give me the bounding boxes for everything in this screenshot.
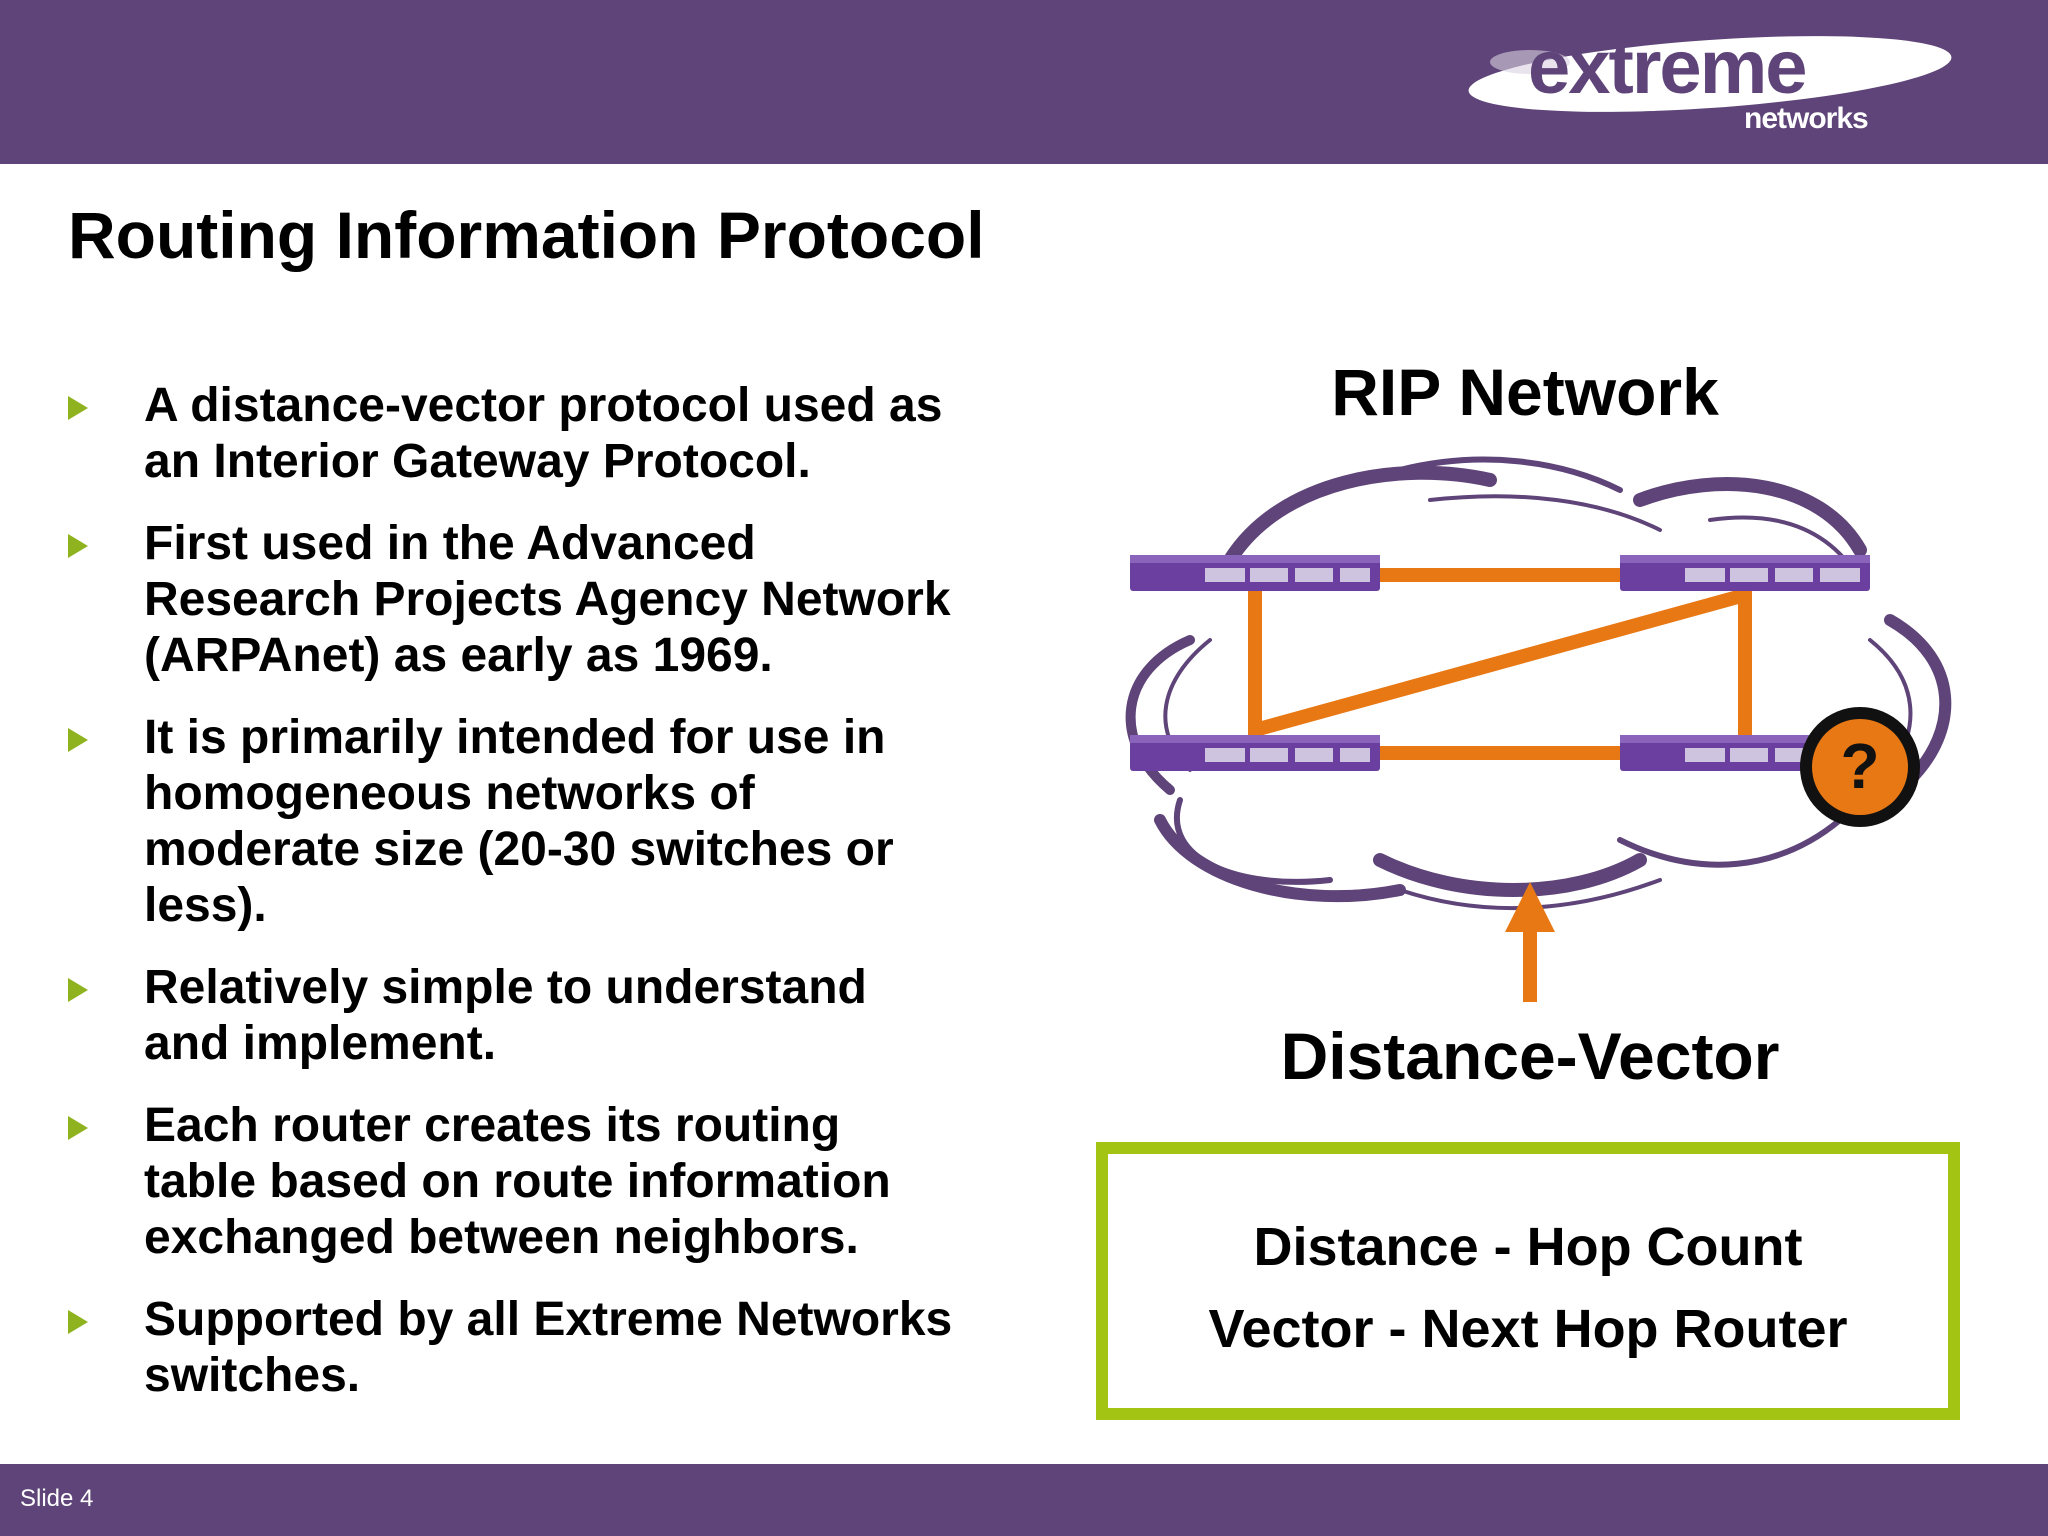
slide-title: Routing Information Protocol (68, 198, 985, 272)
logo-word: extreme (1528, 25, 1808, 110)
bullet-text: First used in the Advanced Research Proj… (144, 517, 951, 682)
bullet-item: First used in the Advanced Research Proj… (60, 516, 960, 684)
diagram-heading: RIP Network (1331, 355, 1719, 429)
bullet-item: Supported by all Extreme Networks switch… (60, 1292, 960, 1404)
extreme-networks-logo: extreme networks (1460, 22, 1980, 142)
bullet-arrow-icon (68, 396, 88, 420)
logo-subtext: networks (1744, 102, 1869, 135)
definition-vector: Vector - Next Hop Router (1208, 1299, 1848, 1359)
question-marker-icon: ? (1800, 707, 1920, 827)
bullet-text: Each router creates its routing table ba… (144, 1099, 891, 1264)
switch-top-right (1620, 555, 1870, 591)
bullet-arrow-icon (68, 1116, 88, 1140)
bullet-text: Relatively simple to understand and impl… (144, 961, 867, 1070)
header-bar: extreme networks (0, 0, 2048, 164)
bullet-arrow-icon (68, 534, 88, 558)
bullet-arrow-icon (68, 1310, 88, 1334)
question-mark: ? (1840, 730, 1879, 802)
definition-distance: Distance - Hop Count (1253, 1217, 1803, 1277)
bullet-list: A distance-vector protocol used as an In… (60, 378, 960, 1430)
link-diagonal (1253, 588, 1747, 737)
network-links (1248, 568, 1752, 760)
bullet-item: Relatively simple to understand and impl… (60, 960, 960, 1072)
bullet-item: Each router creates its routing table ba… (60, 1098, 960, 1266)
bullet-text: Supported by all Extreme Networks switch… (144, 1293, 953, 1402)
bullet-text: A distance-vector protocol used as an In… (144, 379, 943, 488)
rip-network-diagram: ? (1125, 456, 1952, 1002)
definition-box: Distance - Hop Count Vector - Next Hop R… (1096, 1142, 1960, 1420)
bullet-arrow-icon (68, 728, 88, 752)
bullet-text: It is primarily intended for use in homo… (144, 711, 894, 932)
bullet-item: A distance-vector protocol used as an In… (60, 378, 960, 490)
switch-bottom-left (1130, 735, 1380, 771)
switch-bottom-right (1620, 735, 1820, 771)
up-arrow-icon (1505, 882, 1555, 1002)
slide-number: Slide 4 (20, 1485, 94, 1512)
bullet-item: It is primarily intended for use in homo… (60, 710, 960, 934)
switch-top-left (1130, 555, 1380, 591)
distance-vector-label: Distance-Vector (1280, 1019, 1780, 1093)
logo-swoosh (1468, 36, 1952, 112)
footer-bar: Slide 4 (0, 1464, 2048, 1536)
bullet-arrow-icon (68, 978, 88, 1002)
